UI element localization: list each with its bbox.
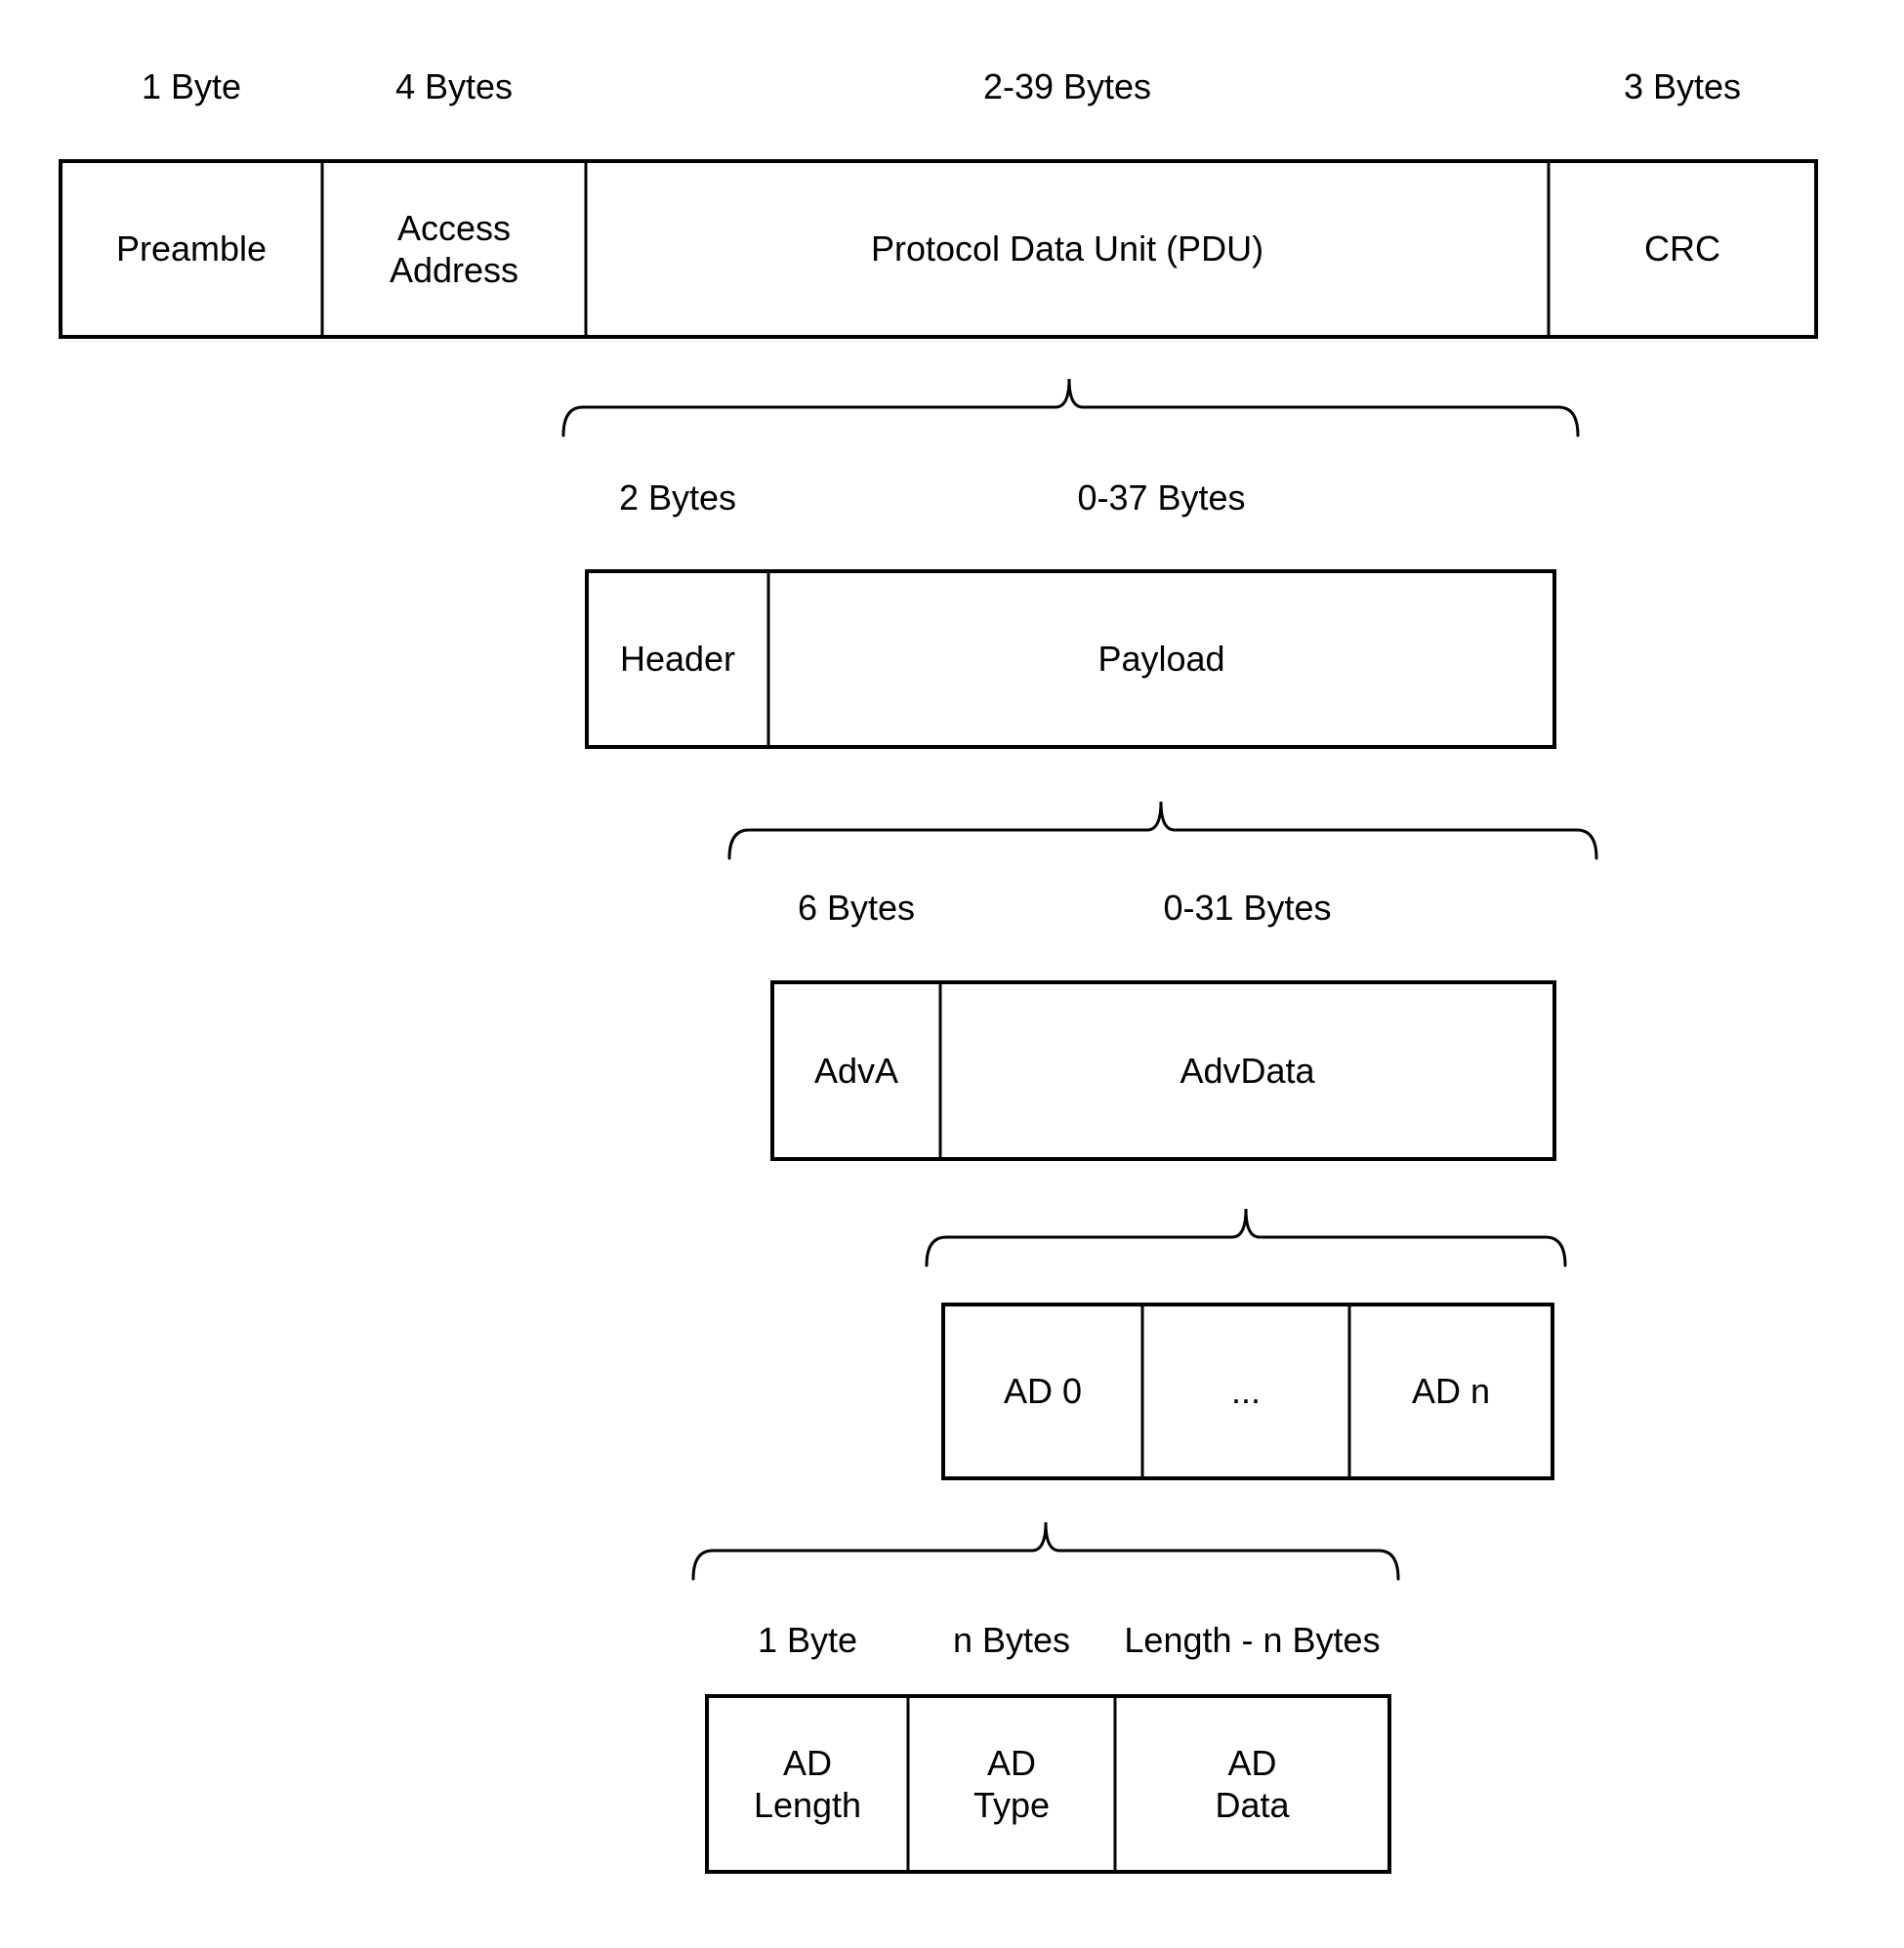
- packet-row-outline: [59, 159, 1818, 339]
- size-label-access-address: 4 Bytes: [394, 66, 514, 106]
- cell-pdu: Protocol Data Unit (PDU): [870, 228, 1264, 269]
- size-label-ad-length: 1 Byte: [757, 1620, 858, 1660]
- size-label-preamble: 1 Byte: [141, 66, 242, 106]
- size-label-pdu: 2-39 Bytes: [982, 66, 1152, 106]
- payload-row-outline: [770, 980, 1556, 1161]
- cell-header: Header: [619, 639, 736, 680]
- cell-ad-type: AD Type: [973, 1742, 1051, 1825]
- cell-adn: AD n: [1411, 1371, 1491, 1412]
- cell-crc: CRC: [1644, 228, 1720, 269]
- cell-adva: AdvA: [813, 1050, 899, 1091]
- cell-ad-ellipsis: ...: [1230, 1371, 1261, 1412]
- cell-preamble: Preamble: [115, 228, 268, 269]
- size-label-ad-type: n Bytes: [952, 1620, 1071, 1660]
- size-label-payload: 0-37 Bytes: [1077, 477, 1246, 518]
- pdu-row-outline: [585, 569, 1556, 749]
- size-label-crc: 3 Bytes: [1623, 66, 1742, 106]
- cell-payload: Payload: [1097, 639, 1225, 680]
- size-label-adva: 6 Bytes: [797, 888, 916, 928]
- size-label-advdata: 0-31 Bytes: [1163, 888, 1332, 928]
- cell-ad0: AD 0: [1003, 1371, 1083, 1412]
- brace-advdata-expansion: [925, 1208, 1567, 1267]
- size-label-ad-data: Length - n Bytes: [1124, 1620, 1381, 1660]
- cell-advdata: AdvData: [1180, 1050, 1315, 1091]
- cell-access-address: Access Address: [389, 207, 519, 290]
- brace-pdu-expansion: [561, 378, 1580, 437]
- cell-ad-data: AD Data: [1215, 1742, 1290, 1825]
- cell-ad-length: AD Length: [753, 1742, 862, 1825]
- brace-ad0-expansion: [691, 1521, 1400, 1581]
- size-label-header: 2 Bytes: [618, 477, 737, 518]
- ad-structure-row-outline: [705, 1694, 1391, 1874]
- brace-payload-expansion: [727, 801, 1598, 860]
- advdata-row-outline: [941, 1303, 1554, 1480]
